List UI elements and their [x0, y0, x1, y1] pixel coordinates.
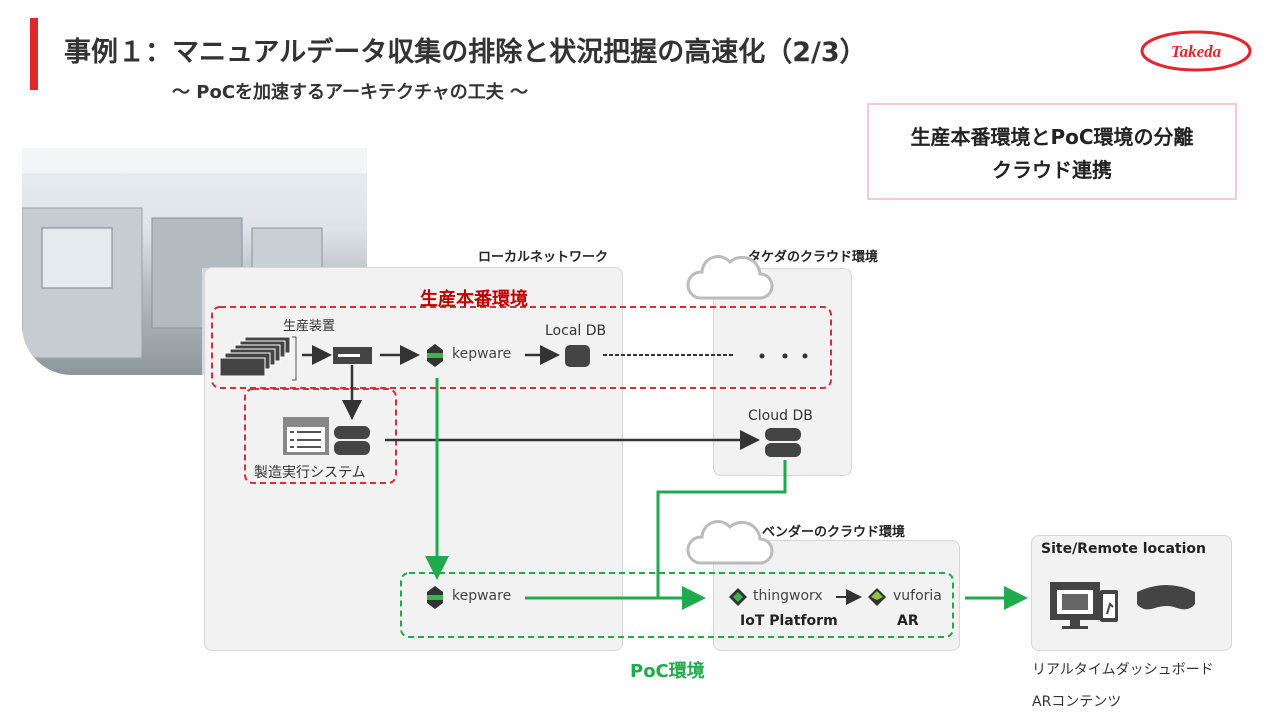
vuforia-label: vuforia — [893, 588, 942, 604]
production-env-boundary — [211, 306, 832, 389]
local-network-panel — [204, 267, 623, 651]
site-label: Site/Remote location — [1041, 541, 1206, 557]
kepware-poc-label: kepware — [452, 588, 512, 604]
iot-platform-label: IoT Platform — [740, 613, 838, 629]
ar-headset-icon — [1137, 585, 1195, 610]
mes-boundary — [244, 388, 397, 484]
ar-label: AR — [897, 613, 919, 629]
local-network-label: ローカルネットワーク — [478, 250, 609, 265]
thingworx-icon — [729, 588, 747, 606]
kepware-label: kepware — [452, 346, 512, 362]
highlight-line: 生産本番環境とPoC環境の分離 — [910, 125, 1194, 149]
cloud-db-icon — [765, 428, 801, 457]
output-dashboard: リアルタイムダッシュボード — [1032, 662, 1214, 678]
equipment-stack-icon — [219, 336, 291, 377]
kepware-icon — [427, 344, 443, 367]
takeda-logo: Takeda — [1140, 30, 1252, 72]
thingworx-label: thingworx — [753, 588, 823, 604]
takeda-cloud-panel — [713, 268, 852, 476]
highlight-line: クラウド連携 — [992, 158, 1112, 182]
cloud-icon — [686, 255, 774, 565]
monitor-icon — [1050, 582, 1100, 629]
kepware-icon — [427, 586, 443, 609]
vuforia-icon — [868, 588, 886, 606]
output-ar-content: ARコンテンツ — [1032, 694, 1122, 710]
poc-env-boundary — [400, 572, 954, 638]
tablet-icon — [1100, 590, 1118, 622]
slide-title: 事例１：マニュアルデータ収集の排除と状況把握の高速化（2/3） — [64, 37, 867, 68]
vendor-cloud-label: ベンダーのクラウド環境 — [762, 525, 906, 540]
mes-label: 製造実行システム — [254, 465, 366, 481]
takeda-cloud-label: タケダのクラウド環境 — [748, 250, 879, 265]
svg-text:Takeda: Takeda — [1171, 42, 1222, 61]
slide-subtitle: ～ PoCを加速するアーキテクチャの工夫 ～ — [172, 82, 529, 103]
mes-checklist-icon — [283, 417, 329, 455]
mes-db-icon — [334, 426, 370, 455]
production-equipment-label: 生産装置 — [283, 319, 336, 334]
local-db-icon — [565, 345, 590, 367]
poc-env-label: PoC環境 — [630, 661, 705, 682]
accent-bar — [30, 18, 38, 90]
production-env-label: 生産本番環境 — [420, 289, 528, 310]
local-db-label: Local DB — [545, 323, 607, 339]
highlight-box: 生産本番環境とPoC環境の分離 クラウド連携 — [867, 103, 1237, 200]
cloud-db-label: Cloud DB — [748, 408, 813, 424]
